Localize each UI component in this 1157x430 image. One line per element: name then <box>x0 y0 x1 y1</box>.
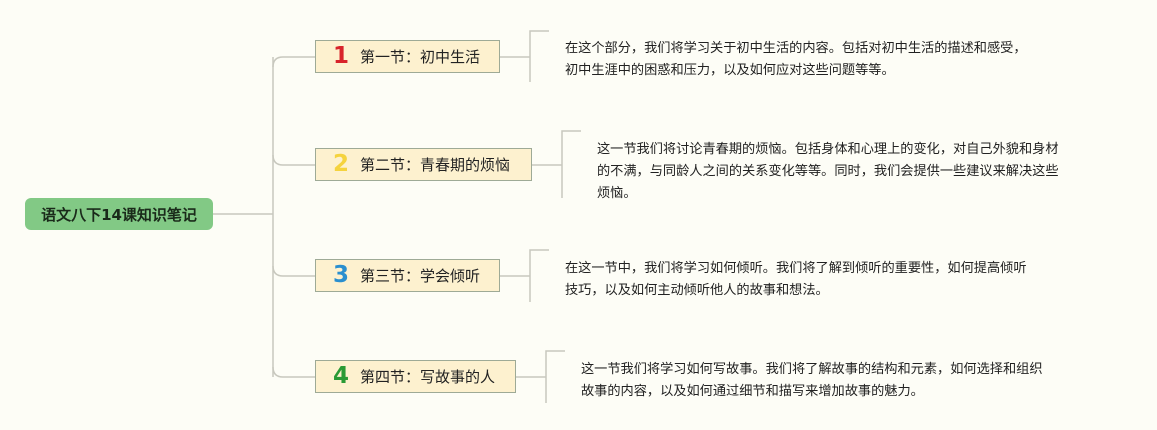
branch-topic-4 <box>272 366 315 378</box>
topic-description-4: 这一节我们将学习如何写故事。我们将了解故事的结构和元素，如何选择和组织 故事的内… <box>581 362 1043 399</box>
topic-description-3: 在这一节中，我们将学习如何倾听。我们将了解到倾听的重要性，如何提高倾听 技巧，以… <box>565 261 1027 298</box>
bracket-topic-1 <box>500 30 549 82</box>
topic-node-2[interactable]: 2 第二节：青春期的烦恼 <box>315 148 532 181</box>
topic-label: 第三节：学会倾听 <box>360 267 481 285</box>
root-title: 语文八下14课知识笔记 <box>41 205 197 224</box>
branch-topic-2 <box>272 154 315 166</box>
topic-label: 第四节：写故事的人 <box>360 368 496 386</box>
topic-node-1[interactable]: 1 第一节：初中生活 <box>315 40 500 73</box>
bracket-topic-2 <box>532 130 581 198</box>
topic-description-1: 在这个部分，我们将学习关于初中生活的内容。包括对初中生活的描述和感受， 初中生涯… <box>565 41 1027 78</box>
number-4-icon: 4 <box>332 363 349 389</box>
bracket-topic-4 <box>516 350 565 403</box>
branch-topic-3 <box>272 265 315 277</box>
number-3-icon: 3 <box>332 262 349 288</box>
branch-topic-1 <box>272 56 315 68</box>
bracket-topic-3 <box>500 249 549 302</box>
topic-description-2: 这一节我们将讨论青春期的烦恼。包括身体和心理上的变化，对自己外貌和身材 的不满，… <box>597 142 1059 201</box>
number-1-icon: 1 <box>332 43 349 69</box>
topic-node-4[interactable]: 4 第四节：写故事的人 <box>315 360 516 393</box>
topic-label: 第一节：初中生活 <box>360 48 481 66</box>
number-2-icon: 2 <box>332 151 349 177</box>
topic-label: 第二节：青春期的烦恼 <box>360 156 511 174</box>
topic-node-3[interactable]: 3 第三节：学会倾听 <box>315 259 500 292</box>
root-node[interactable]: 语文八下14课知识笔记 <box>25 198 213 230</box>
